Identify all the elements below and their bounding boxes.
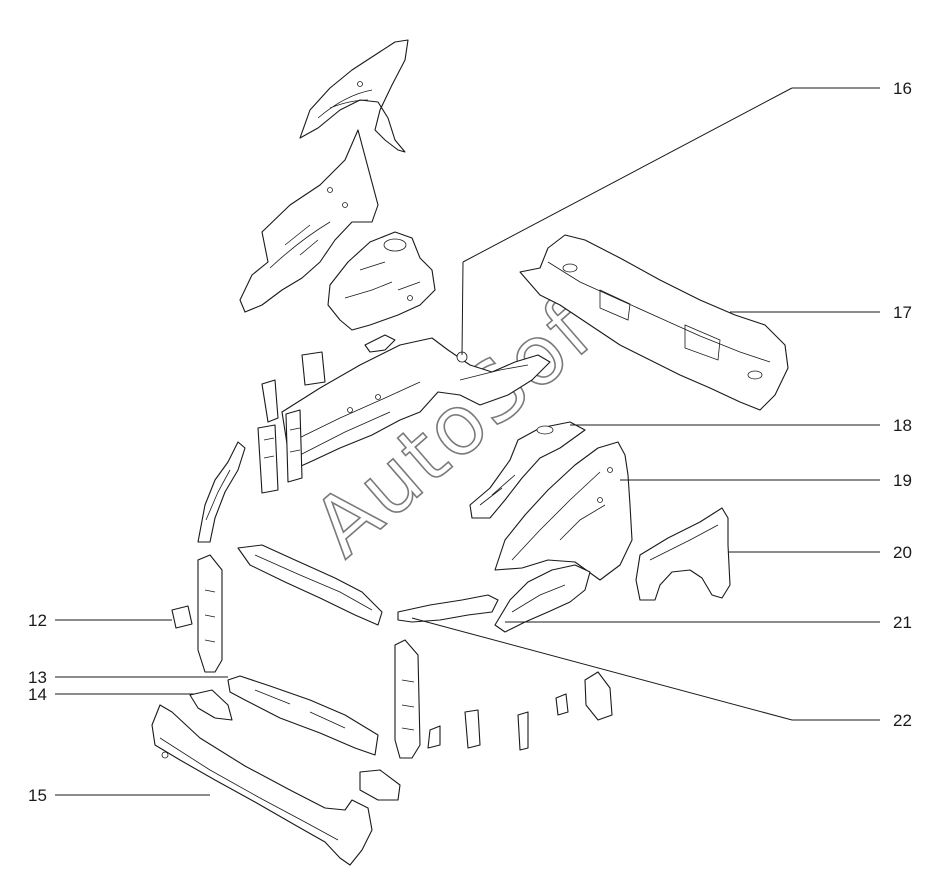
small-bracket-bottom (359, 671, 613, 801)
callout-18: 18 (893, 416, 912, 435)
lower-wheelhouse-part (494, 564, 591, 633)
lower-rail-part (197, 441, 246, 543)
clip-part (171, 605, 193, 629)
callout-17: 17 (893, 303, 912, 322)
inner-fender-part (494, 441, 633, 581)
leader-lines (55, 87, 880, 796)
callout-labels: 16 17 18 19 20 21 22 12 13 14 15 (28, 79, 912, 805)
fender-rail-part (397, 594, 499, 623)
callout-16: 16 (893, 79, 912, 98)
side-apron-part (469, 421, 586, 519)
radiator-support-side-part (197, 554, 223, 673)
small-plate-part (189, 689, 233, 721)
callout-20: 20 (893, 543, 912, 562)
callout-13: 13 (28, 668, 47, 687)
small-bracket-part (364, 334, 396, 353)
callout-14: 14 (28, 685, 47, 704)
callout-12: 12 (28, 611, 47, 630)
side-member-brackets (257, 351, 326, 494)
cowl-panel-part (519, 234, 789, 411)
upper-fender-part (299, 39, 409, 153)
lower-crossmember-part (227, 675, 379, 756)
callout-21: 21 (893, 613, 912, 632)
bumper-reinforcement-part (151, 704, 373, 866)
strut-tower-part (327, 231, 436, 331)
front-fender-part (635, 507, 731, 601)
callout-15: 15 (28, 786, 47, 805)
callout-22: 22 (893, 711, 912, 730)
front-side-member-part (281, 337, 551, 471)
radiator-support-right-part (394, 639, 421, 759)
inner-wheelhouse-upper-part (239, 129, 379, 313)
callout-19: 19 (893, 471, 912, 490)
radiator-support-upper-part (237, 544, 383, 626)
